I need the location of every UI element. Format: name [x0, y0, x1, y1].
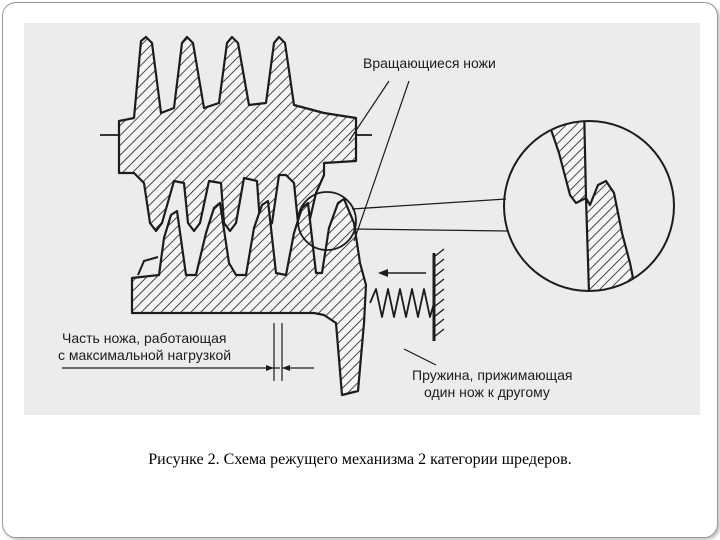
leader-spring [403, 348, 437, 366]
cutting-mechanism-diagram [62, 35, 675, 397]
label-spring-line1: Пружина, прижимающая [412, 367, 573, 383]
label-spring-line2: один нож к другому [424, 384, 550, 400]
upper-rotating-knife [117, 35, 358, 233]
detail-circle [297, 191, 357, 251]
leader-lower-knife [353, 80, 410, 242]
label-rotating-knives: Вращающиеся ножи [363, 55, 496, 71]
lower-knife-step [137, 256, 159, 276]
label-knife-part-line2: с максимальной нагрузкой [58, 347, 232, 363]
magnified-circle [503, 120, 675, 292]
detail-link-bottom [352, 228, 509, 232]
force-arrowhead [378, 269, 388, 277]
detail-link-top [351, 198, 507, 210]
magnified-view [540, 121, 638, 291]
figure-scan: Вращающиеся ножи Часть ножа, работающая … [24, 23, 700, 415]
lower-knife [130, 197, 368, 397]
label-knife-part-line1: Часть ножа, работающая [62, 330, 227, 346]
figure-caption: Рисунке 2. Схема режущего механизма 2 ка… [148, 451, 572, 468]
spring-wall-hatching [433, 248, 445, 338]
spring [369, 288, 435, 318]
dimension-arrow-left [266, 365, 274, 371]
leader-upper-knife [348, 80, 390, 142]
